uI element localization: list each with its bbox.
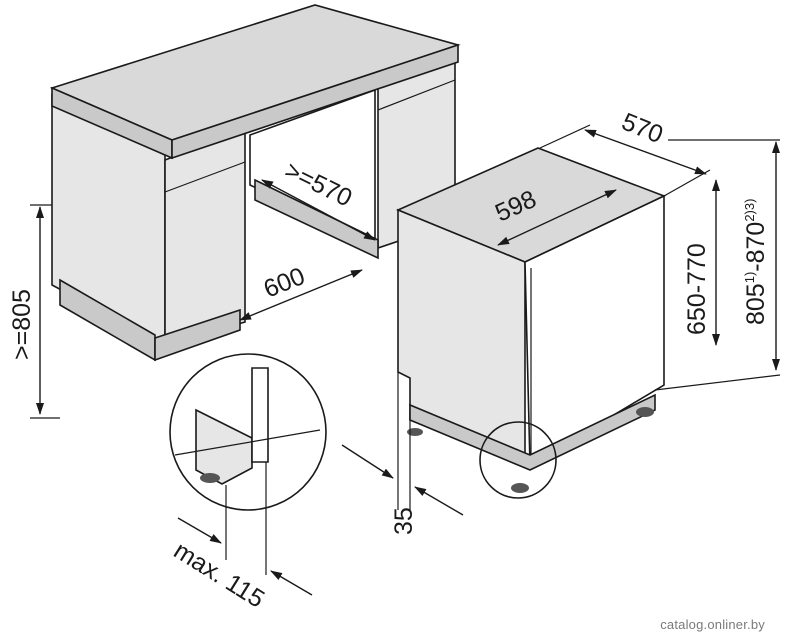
label-plinth-offset: 35	[390, 507, 418, 535]
detail-marker-circle	[479, 421, 557, 499]
detail-circle	[169, 353, 327, 511]
label-niche-height: >=805	[8, 289, 36, 360]
label-total-height: 8051)-8702)3)	[742, 199, 770, 325]
label-door-overhang: max. 115	[169, 536, 269, 613]
dimension-lines	[30, 124, 781, 596]
dim-line-niche-width	[239, 269, 363, 321]
dim-line-overhang-right	[270, 570, 313, 596]
right-drawer-line	[377, 79, 456, 111]
dim-line-overhang-left	[177, 517, 222, 544]
dim-line-niche-depth	[261, 179, 376, 241]
dim-line-appliance-depth	[584, 129, 707, 175]
detail-zoom	[169, 353, 327, 511]
detail-panel	[251, 367, 269, 463]
foot-right	[636, 407, 654, 417]
left-cabinet-plinth	[154, 308, 241, 362]
cabinet-niche	[49, 4, 461, 362]
foot-left	[407, 428, 423, 436]
dim-line-plinth-left	[341, 444, 394, 479]
foot-front	[511, 483, 529, 493]
dim-line-appliance-width	[497, 189, 617, 246]
drawer-line	[164, 161, 246, 193]
watermark-text: catalog.onliner.by	[660, 617, 765, 632]
detail-foot	[200, 473, 220, 483]
dim-line-plinth-right	[414, 486, 464, 516]
worktop-side	[171, 43, 459, 160]
label-appliance-height: 650-770	[683, 243, 711, 335]
label-appliance-depth: 570	[618, 108, 667, 150]
dishwasher-plinth	[409, 393, 656, 471]
detail-floor	[174, 429, 321, 456]
label-niche-width: 600	[260, 262, 309, 304]
